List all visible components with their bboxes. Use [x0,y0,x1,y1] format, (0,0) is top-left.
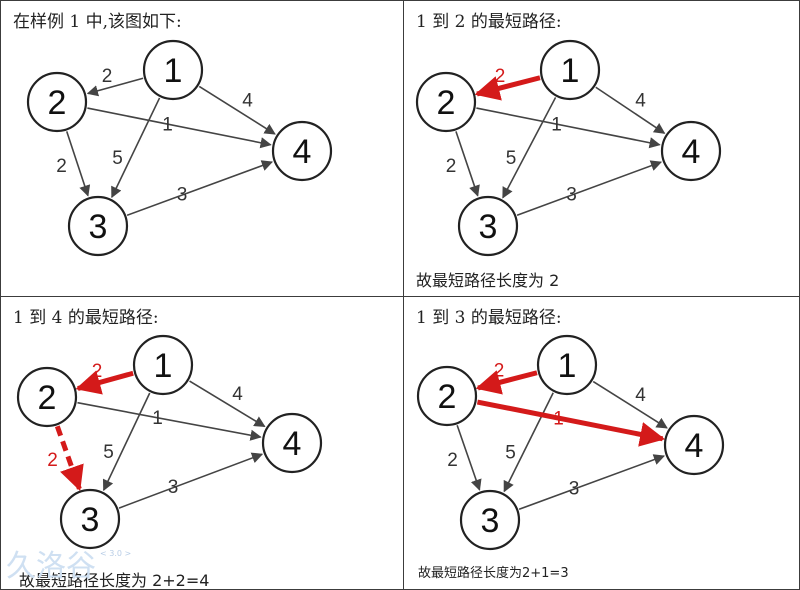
node-label: 4 [682,133,701,171]
graph-svg: 2 5 4 1 2 3 1 2 3 4 [415,39,722,257]
node-4: 4 [261,412,323,474]
edge-weight-1-4: 4 [635,91,646,112]
node-3: 3 [457,195,519,257]
edge-weight-1-2: 2 [494,361,505,382]
edge-2-3 [65,131,91,197]
edge-weight-1-4: 4 [232,384,243,405]
node-label: 1 [558,347,577,385]
edge-1-4 [198,85,276,135]
edge-weight-1-3: 5 [505,443,516,464]
edge-weight-2-3: 2 [446,156,457,177]
edge-weight-1-3: 5 [112,148,123,169]
node-3: 3 [59,488,121,550]
node-label: 3 [479,208,498,246]
result-text: 故最短路径长度为 2 [416,271,560,290]
edge-3-4 [516,160,663,217]
panel-caption: 1 到 3 的最短路径: [416,308,562,328]
edge-weight-1-3: 5 [506,148,517,169]
node-label: 3 [89,208,108,246]
node-4: 4 [271,120,333,182]
panel-caption: 1 到 2 的最短路径: [416,12,562,32]
node-3: 3 [67,195,129,257]
panel-caption: 1 到 4 的最短路径: [13,308,159,328]
edge-weight-1-4: 4 [242,91,253,112]
result-text: 故最短路径长度为2+1=3 [418,566,569,581]
edge-1-4 [189,380,266,428]
panel-caption: 在样例 1 中,该图如下: [13,12,182,32]
edge-weight-3-4: 3 [168,477,179,498]
node-1: 1 [132,334,194,396]
node-label: 4 [293,133,312,171]
node-4: 4 [660,120,722,182]
edge-1-3 [502,97,557,199]
node-2: 2 [26,71,88,133]
edge-2-4 [476,399,666,447]
edge-1-4 [592,380,668,429]
node-label: 4 [685,427,704,465]
node-2: 2 [415,71,477,133]
node-label: 2 [438,378,457,416]
edge-weight-2-3: 2 [447,450,458,471]
panel-path-1-to-3-via-4: 1 到 3 的最短路径: 2 5 4 1 2 3 1 2 3 4 故最短路径长度为2+1=3 [403,296,800,590]
node-label: 3 [481,502,500,540]
edge-2-4 [476,107,661,149]
edge-weight-1-3: 5 [103,442,114,463]
edge-weight-2-4: 1 [551,115,562,136]
edge-weight-1-2: 2 [495,66,506,87]
edge-3-4 [518,454,666,511]
node-1: 1 [142,39,204,101]
edge-1-2 [86,77,144,97]
graph-svg: 2 5 4 1 2 3 1 2 3 4 [16,334,323,550]
node-label: 1 [561,52,580,90]
edge-2-3 [455,131,480,197]
edge-weight-2-3: 2 [56,156,67,177]
node-label: 3 [81,501,100,539]
edge-1-4 [595,86,666,134]
edge-3-4 [118,452,264,509]
node-label: 2 [437,84,456,122]
edge-1-3 [503,392,554,493]
node-3: 3 [459,489,521,551]
node-1: 1 [536,334,598,396]
panel-path-1-to-2: 1 到 2 的最短路径: 2 5 4 1 2 3 1 2 3 4 故最短路径长度为 2 [403,0,800,297]
node-label: 1 [164,52,183,90]
edge-1-3 [111,97,161,199]
edge-weight-2-4: 1 [162,115,173,136]
edge-1-3 [102,392,151,492]
edge-weight-1-2: 2 [102,66,113,87]
edge-weight-1-2: 2 [92,361,103,382]
graph-svg: 2 5 4 1 2 3 1 2 3 4 [416,334,725,551]
panel-sample-graph: 在样例 1 中,该图如下: 2 5 4 1 2 3 1 2 3 4 [0,0,404,297]
node-2: 2 [416,365,478,427]
edge-3-4 [126,160,274,217]
watermark-text: 久洛谷 [6,549,96,584]
node-label: 1 [154,347,173,385]
watermark-logo: 久洛谷 < 3.0 > [6,549,131,584]
edge-weight-2-4: 1 [553,409,564,430]
edge-2-3 [54,425,84,492]
edge-weight-2-4: 1 [152,408,163,429]
edge-2-3 [456,425,482,491]
edge-1-2 [475,370,538,395]
node-2: 2 [16,366,78,428]
node-label: 2 [48,84,67,122]
node-1: 1 [539,39,601,101]
edge-2-4 [87,107,272,149]
edge-weight-1-4: 4 [635,385,646,406]
edge-weight-3-4: 3 [177,185,188,206]
edge-1-2 [474,75,541,101]
edge-weight-3-4: 3 [566,185,577,206]
edge-2-4 [77,401,262,441]
panel-path-1-to-4-via-3: 1 到 4 的最短路径: 2 5 4 1 2 3 1 2 3 4 故最短路径长度为 2+2=4 [0,296,404,590]
watermark-version: < 3.0 > [100,549,131,558]
edge-weight-3-4: 3 [569,479,580,500]
edge-1-2 [75,370,134,395]
node-4: 4 [663,414,725,476]
node-label: 2 [38,379,57,417]
node-label: 4 [283,425,302,463]
graph-svg: 2 5 4 1 2 3 1 2 3 4 [26,39,333,257]
result-text: 故最短路径长度为 2+2=4 [19,571,210,590]
edge-weight-2-3: 2 [47,450,58,471]
